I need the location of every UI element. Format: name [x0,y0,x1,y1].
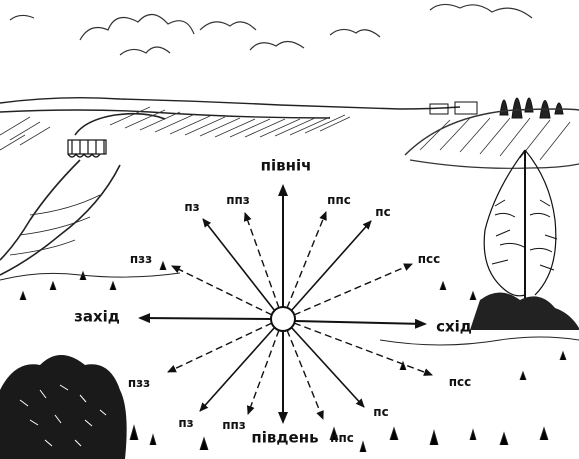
label-ssw: ппз [222,418,246,432]
arrow-northeast [290,220,372,312]
bush-left [0,355,127,459]
arrow-wsw [167,322,273,373]
label-ene: псс [417,252,441,266]
arrow-southwest [199,326,276,412]
arrow-ese [293,322,433,376]
horizon-hills [0,96,461,119]
arrow-nnw [243,212,280,309]
arrow-wnw [171,265,273,316]
right-field-hatching [404,108,579,169]
arrow-ene [293,263,413,316]
label-south: південь [251,428,319,447]
compass-rose [138,184,433,424]
river [0,112,166,276]
label-sw: пз [178,416,194,430]
arrow-southeast [290,326,365,408]
clouds [9,3,533,56]
label-nw: пз [184,200,200,214]
label-ne: пс [375,205,391,219]
arrow-sse [286,329,324,420]
tall-tree [483,149,558,320]
grass [0,260,579,453]
label-wsw: пзз [127,376,151,390]
label-sse: ппс [330,431,354,445]
compass-centre [270,306,296,332]
label-nne: ппс [327,193,351,207]
arrow-ssw [247,329,280,415]
bridge [67,139,107,158]
label-nnw: ппз [226,193,250,207]
label-west: захід [74,307,120,326]
label-se: пс [373,405,389,419]
label-ese: псс [448,375,472,389]
label-north: північ [260,156,312,175]
far-field-hatching [0,106,351,151]
arrow-east [294,318,427,329]
arrow-nne [286,211,327,309]
label-wnw: пзз [129,252,153,266]
arrow-west [138,313,272,324]
arrow-northwest [202,218,276,312]
label-east: схід [436,317,472,336]
bush-left-texture [19,384,107,447]
bush-right [470,292,579,330]
